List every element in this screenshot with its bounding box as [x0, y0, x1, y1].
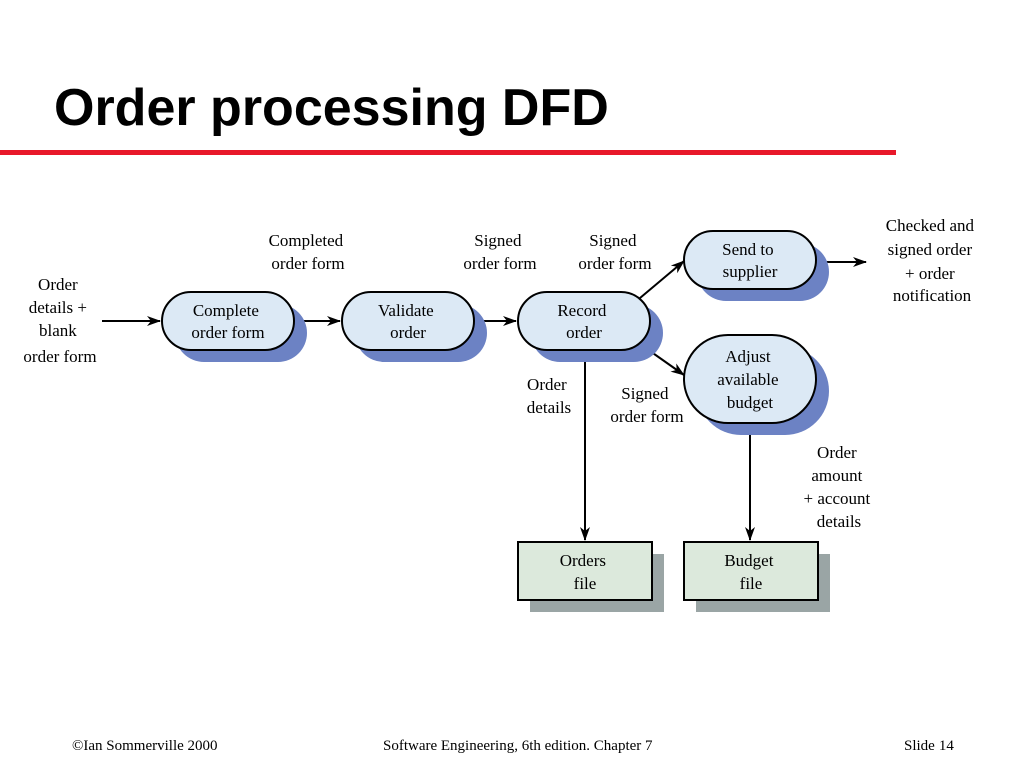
process-label-line: Record	[557, 301, 607, 320]
svg-text:Record order: Record order	[557, 301, 610, 342]
svg-text:Send to supplier: Send to supplier	[722, 240, 778, 281]
flow-label-input: Order details + blank order form	[23, 275, 96, 366]
flow-label-signed-order-form-3: Signed order form	[610, 384, 683, 426]
process-record-order: Record order	[517, 291, 663, 362]
store-label-line: file	[574, 574, 597, 593]
process-label-line: Complete	[193, 301, 259, 320]
footer-book-title: Software Engineering, 6th edition. Chapt…	[383, 738, 653, 754]
process-label-line: supplier	[723, 262, 778, 281]
process-label-line: Send to	[722, 240, 773, 259]
process-complete-order-form: Complete order form	[161, 291, 307, 362]
slide-number: 14	[938, 738, 954, 754]
svg-text:Complete order form: Complete order form	[191, 301, 264, 342]
flow-label-signed-order-form-1: Signed order form	[463, 231, 536, 273]
process-label-line: order	[566, 323, 602, 342]
flow-label-output-notification: Checked and signed order + order notific…	[886, 216, 979, 305]
flow-label-signed-order-form-2: Signed order form	[578, 231, 651, 273]
process-label-line: order form	[191, 323, 264, 342]
process-label-line: order	[390, 323, 426, 342]
store-label-line: file	[740, 574, 763, 593]
footer-copyright: ©Ian Sommerville 2000	[72, 738, 218, 754]
process-adjust-available-budget: Adjust available budget	[683, 334, 829, 435]
svg-text:Orders file: Orders file	[560, 551, 611, 593]
title-underline	[0, 150, 896, 155]
flow-label-order-details: Order details	[527, 375, 571, 417]
flow-label-order-amount: Order amount + account details	[804, 443, 875, 531]
process-label-line: Adjust	[725, 347, 771, 366]
process-label-line: budget	[727, 393, 774, 412]
process-validate-order: Validate order	[341, 291, 487, 362]
process-label-line: available	[717, 370, 778, 389]
store-label-line: Budget	[724, 551, 773, 570]
svg-text:Adjust available b: Adjust available budget	[717, 347, 783, 412]
store-label-line: Orders	[560, 551, 606, 570]
svg-text:Budget file: Budget file	[724, 551, 777, 593]
slide-label: Slide	[904, 738, 935, 754]
arrow-record-to-send	[639, 260, 685, 299]
process-label-line: Validate	[378, 301, 434, 320]
flow-label-completed-order-form: Completed order form	[269, 231, 348, 273]
svg-text:Validate order: Validate order	[378, 301, 438, 342]
store-budget-file: Budget file	[683, 541, 830, 612]
page-title: Order processing DFD	[54, 79, 609, 137]
store-orders-file: Orders file	[517, 541, 664, 612]
process-send-to-supplier: Send to supplier	[683, 230, 829, 301]
